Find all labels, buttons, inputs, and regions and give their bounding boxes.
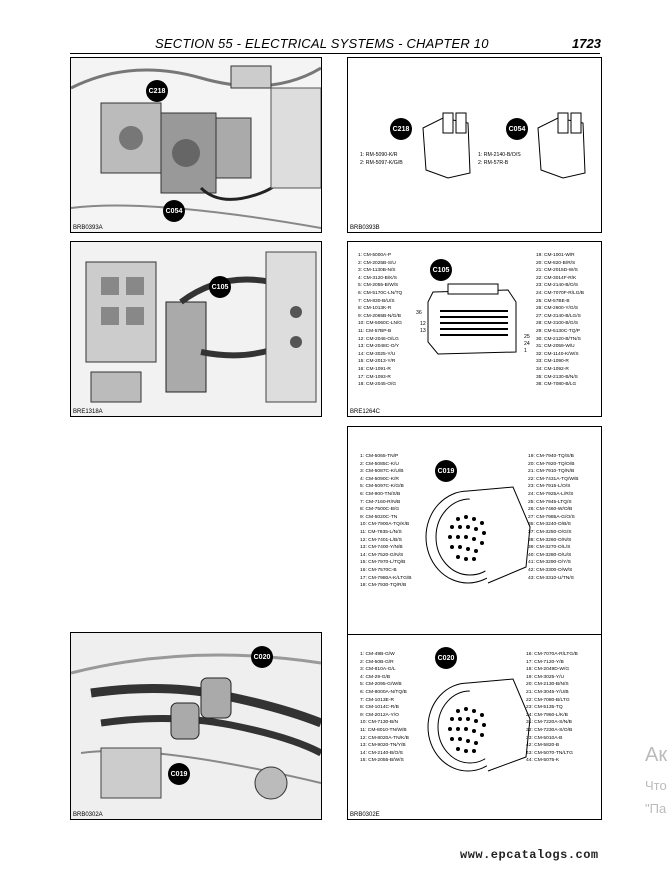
callout-c054: C054 <box>506 118 528 140</box>
pin-number-13: 13 <box>420 328 426 334</box>
pin-number-25: 25 <box>524 334 530 340</box>
watermark-line-1: Ак <box>645 744 668 766</box>
harness-photo-illustration <box>71 242 321 416</box>
header-rule <box>70 53 600 54</box>
pin-label: 1: RM-2140-B/O/S <box>478 152 521 158</box>
connector-panel-c218-c054: C218 C054 1: RM-5090-K/R 2: RM-5097-K/G/… <box>347 57 602 233</box>
callout-c019: C019 <box>168 763 190 785</box>
c105-connector-drawing <box>427 283 517 355</box>
callout-c020: C020 <box>435 647 457 669</box>
watermark-line-3: "Па <box>645 801 667 816</box>
callout-c020: C020 <box>251 646 273 668</box>
callout-c218: C218 <box>390 118 412 140</box>
figure-code: BRE1264C <box>350 409 381 415</box>
harness-photo-illustration <box>71 633 321 819</box>
section-title: SECTION 55 - ELECTRICAL SYSTEMS - CHAPTE… <box>155 36 489 51</box>
page-number: 1723 <box>572 36 601 51</box>
photo-panel-c105: C105 BRE1318A <box>70 241 322 417</box>
pin-list-c054: 1: RM-2140-B/O/S 2: RM-57R-B <box>478 152 521 167</box>
figure-code: BRB0302A <box>73 812 103 818</box>
callout-c218: C218 <box>146 80 168 102</box>
pin-list-c218: 1: RM-5090-K/R 2: RM-5097-K/G/B <box>360 152 403 167</box>
engine-photo-illustration <box>71 58 321 232</box>
pin-number-24: 24 <box>524 341 530 347</box>
photo-panel-c218-c054: C218 C054 BRB0393A <box>70 57 322 233</box>
figure-code: BRB0393B <box>350 225 380 231</box>
figure-code: BRB0393A <box>73 225 103 231</box>
figure-code: BRB0302E <box>350 812 380 818</box>
callout-c054: C054 <box>163 200 185 222</box>
figure-code: BRE1318A <box>73 409 103 415</box>
pin-number-1: 1 <box>524 348 527 354</box>
pin-label: 2: RM-57R-B <box>478 159 509 166</box>
site-url-link[interactable]: www.epcatalogs.com <box>460 848 599 862</box>
pin-label: 1: RM-5090-K/R <box>360 152 398 158</box>
pin-number-12: 12 <box>420 321 426 327</box>
c019-connector-drawing <box>425 486 531 584</box>
watermark-line-2: Что <box>645 778 667 793</box>
callout-c105: C105 <box>209 276 231 298</box>
callout-c105: C105 <box>430 259 452 281</box>
connector-drawing <box>422 112 586 179</box>
callout-c019: C019 <box>435 460 457 482</box>
photo-panel-c020-c019: C020 C019 BRB0302A <box>70 632 322 820</box>
pin-label: 2: RM-5097-K/G/B <box>360 159 403 166</box>
pin-number-36: 36 <box>416 310 422 316</box>
c020-connector-drawing <box>427 678 531 772</box>
